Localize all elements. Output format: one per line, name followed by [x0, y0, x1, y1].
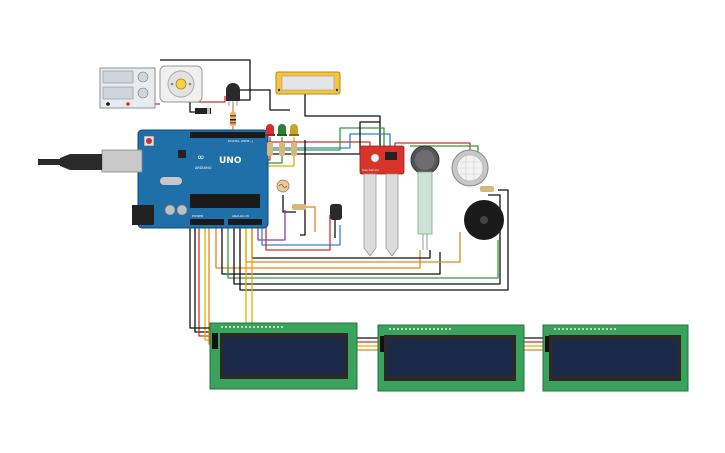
led-green[interactable] — [277, 124, 287, 136]
analog-header — [228, 219, 262, 225]
photoresistor[interactable] — [276, 179, 290, 193]
wire-analog-d — [233, 194, 501, 285]
crystal — [160, 177, 182, 185]
dc-motor[interactable] — [159, 65, 203, 103]
wire-red-low — [265, 215, 331, 251]
diode[interactable] — [195, 108, 211, 114]
led-red[interactable] — [265, 124, 275, 136]
gas-sensor-module[interactable]: Gas Sensor — [359, 145, 405, 175]
wire-motor-transistor — [160, 59, 251, 101]
lcd-display-2[interactable] — [377, 324, 525, 392]
wire-motor-vcc — [188, 96, 226, 103]
top-module[interactable] — [275, 71, 341, 95]
led-resistors — [267, 142, 297, 156]
wire-lcd1-extra — [189, 225, 212, 329]
transistor-resistor[interactable] — [230, 112, 236, 126]
gas-sensor-label: Gas Sensor — [362, 168, 380, 172]
usb-cable-end — [38, 159, 62, 165]
piezo-buzzer[interactable] — [464, 200, 504, 240]
wire-gas-aux — [248, 127, 385, 151]
atmega-chip — [190, 194, 260, 208]
lcd-display-3[interactable] — [542, 324, 689, 392]
wire-analog-c — [227, 225, 499, 279]
usb-cable — [60, 154, 102, 170]
lcd-display-1[interactable] — [209, 322, 358, 390]
wire-blue-low — [261, 225, 341, 246]
usb-port — [101, 149, 143, 173]
wire-analog-g — [251, 225, 431, 259]
pir-sensor[interactable] — [451, 149, 489, 187]
led-yellow[interactable] — [289, 124, 299, 136]
analog-header-label: ANALOG IN — [232, 214, 249, 218]
wire-lcd1-vcc — [198, 225, 212, 337]
arduino-logo-icon: ∞ — [197, 153, 205, 163]
npn-transistor[interactable] — [226, 83, 240, 106]
ldr-resistor[interactable] — [292, 204, 306, 210]
wire-ldr-res — [298, 206, 316, 232]
soil-moisture-probe[interactable] — [363, 173, 399, 257]
wire-mid-black — [300, 140, 306, 236]
power-header-label: POWER — [192, 214, 203, 218]
wire-green-bus-right — [410, 145, 479, 152]
temperature-sensor[interactable] — [330, 204, 342, 220]
power-header — [190, 219, 224, 225]
wire-analog-e — [239, 189, 509, 291]
wire-purple — [257, 210, 286, 241]
wire-analog-a — [215, 225, 421, 269]
wire-top-1 — [240, 89, 290, 111]
digital-header — [190, 132, 265, 138]
wire-gas-sig — [262, 133, 391, 150]
force-sensor[interactable] — [410, 145, 440, 250]
wire-gas-gnd — [238, 121, 380, 155]
digital-header-label: DIGITAL (PWM~) — [228, 139, 253, 143]
wire-ldr — [282, 195, 296, 213]
pir-resistor[interactable] — [480, 186, 494, 192]
wire-analog-b — [221, 225, 441, 275]
board-model: UNO — [219, 156, 242, 166]
power-jack — [132, 205, 154, 225]
arduino-uno[interactable]: ∞ UNO ARDUINO DIGITAL (PWM~) POWER ANALO… — [38, 129, 269, 229]
wire-lcd1-gnd — [194, 225, 212, 333]
board-brand: ARDUINO — [195, 166, 212, 170]
power-supply[interactable] — [99, 67, 156, 109]
